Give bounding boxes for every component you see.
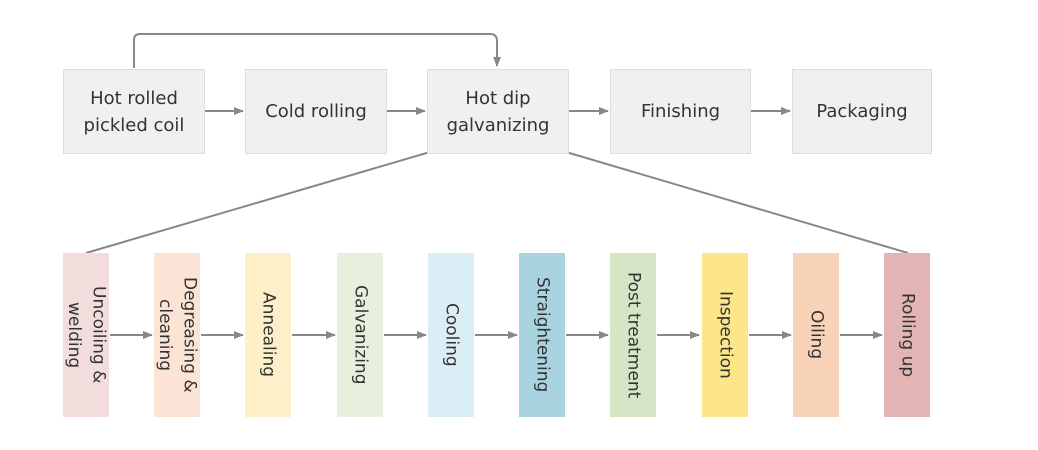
substep-annealing: Annealing — [245, 253, 291, 417]
substep-label: Straightening — [532, 277, 553, 393]
substep-label: Uncoiling & welding — [64, 286, 109, 384]
substep-label: Oiling — [806, 310, 827, 360]
substep-galvanizing: Galvanizing — [337, 253, 383, 417]
substep-label: Post treatment — [623, 271, 644, 399]
step-packaging: Packaging — [792, 69, 932, 154]
substep-label: Degreasing & cleaning — [155, 277, 200, 393]
substep-inspection: Inspection — [702, 253, 748, 417]
step-hot-dip-galvanizing: Hot dip galvanizing — [427, 69, 569, 154]
substep-uncoiling-welding: Uncoiling & welding — [63, 253, 109, 417]
substep-label: Galvanizing — [350, 285, 371, 385]
step-label: Hot rolled pickled coil — [83, 87, 185, 136]
step-hot-rolled-pickled-coil: Hot rolled pickled coil — [63, 69, 205, 154]
step-cold-rolling: Cold rolling — [245, 69, 387, 154]
substep-label: Cooling — [441, 303, 462, 367]
substep-degreasing-cleaning: Degreasing & cleaning — [154, 253, 200, 417]
substep-label: Rolling up — [897, 292, 918, 378]
step-label: Cold rolling — [265, 101, 367, 122]
substep-oiling: Oiling — [793, 253, 839, 417]
step-label: Hot dip galvanizing — [446, 87, 550, 136]
step-label: Packaging — [816, 101, 908, 122]
substep-cooling: Cooling — [428, 253, 474, 417]
bypass-arrow — [133, 33, 501, 68]
step-finishing: Finishing — [610, 69, 751, 154]
substep-post-treatment: Post treatment — [610, 253, 656, 417]
substep-label: Annealing — [258, 292, 279, 378]
substep-rolling-up: Rolling up — [884, 253, 930, 417]
expansion-line-right — [565, 151, 909, 254]
step-label: Finishing — [640, 101, 721, 122]
substep-label: Inspection — [715, 291, 736, 379]
substep-straightening: Straightening — [519, 253, 565, 417]
expansion-line-left — [85, 151, 431, 254]
